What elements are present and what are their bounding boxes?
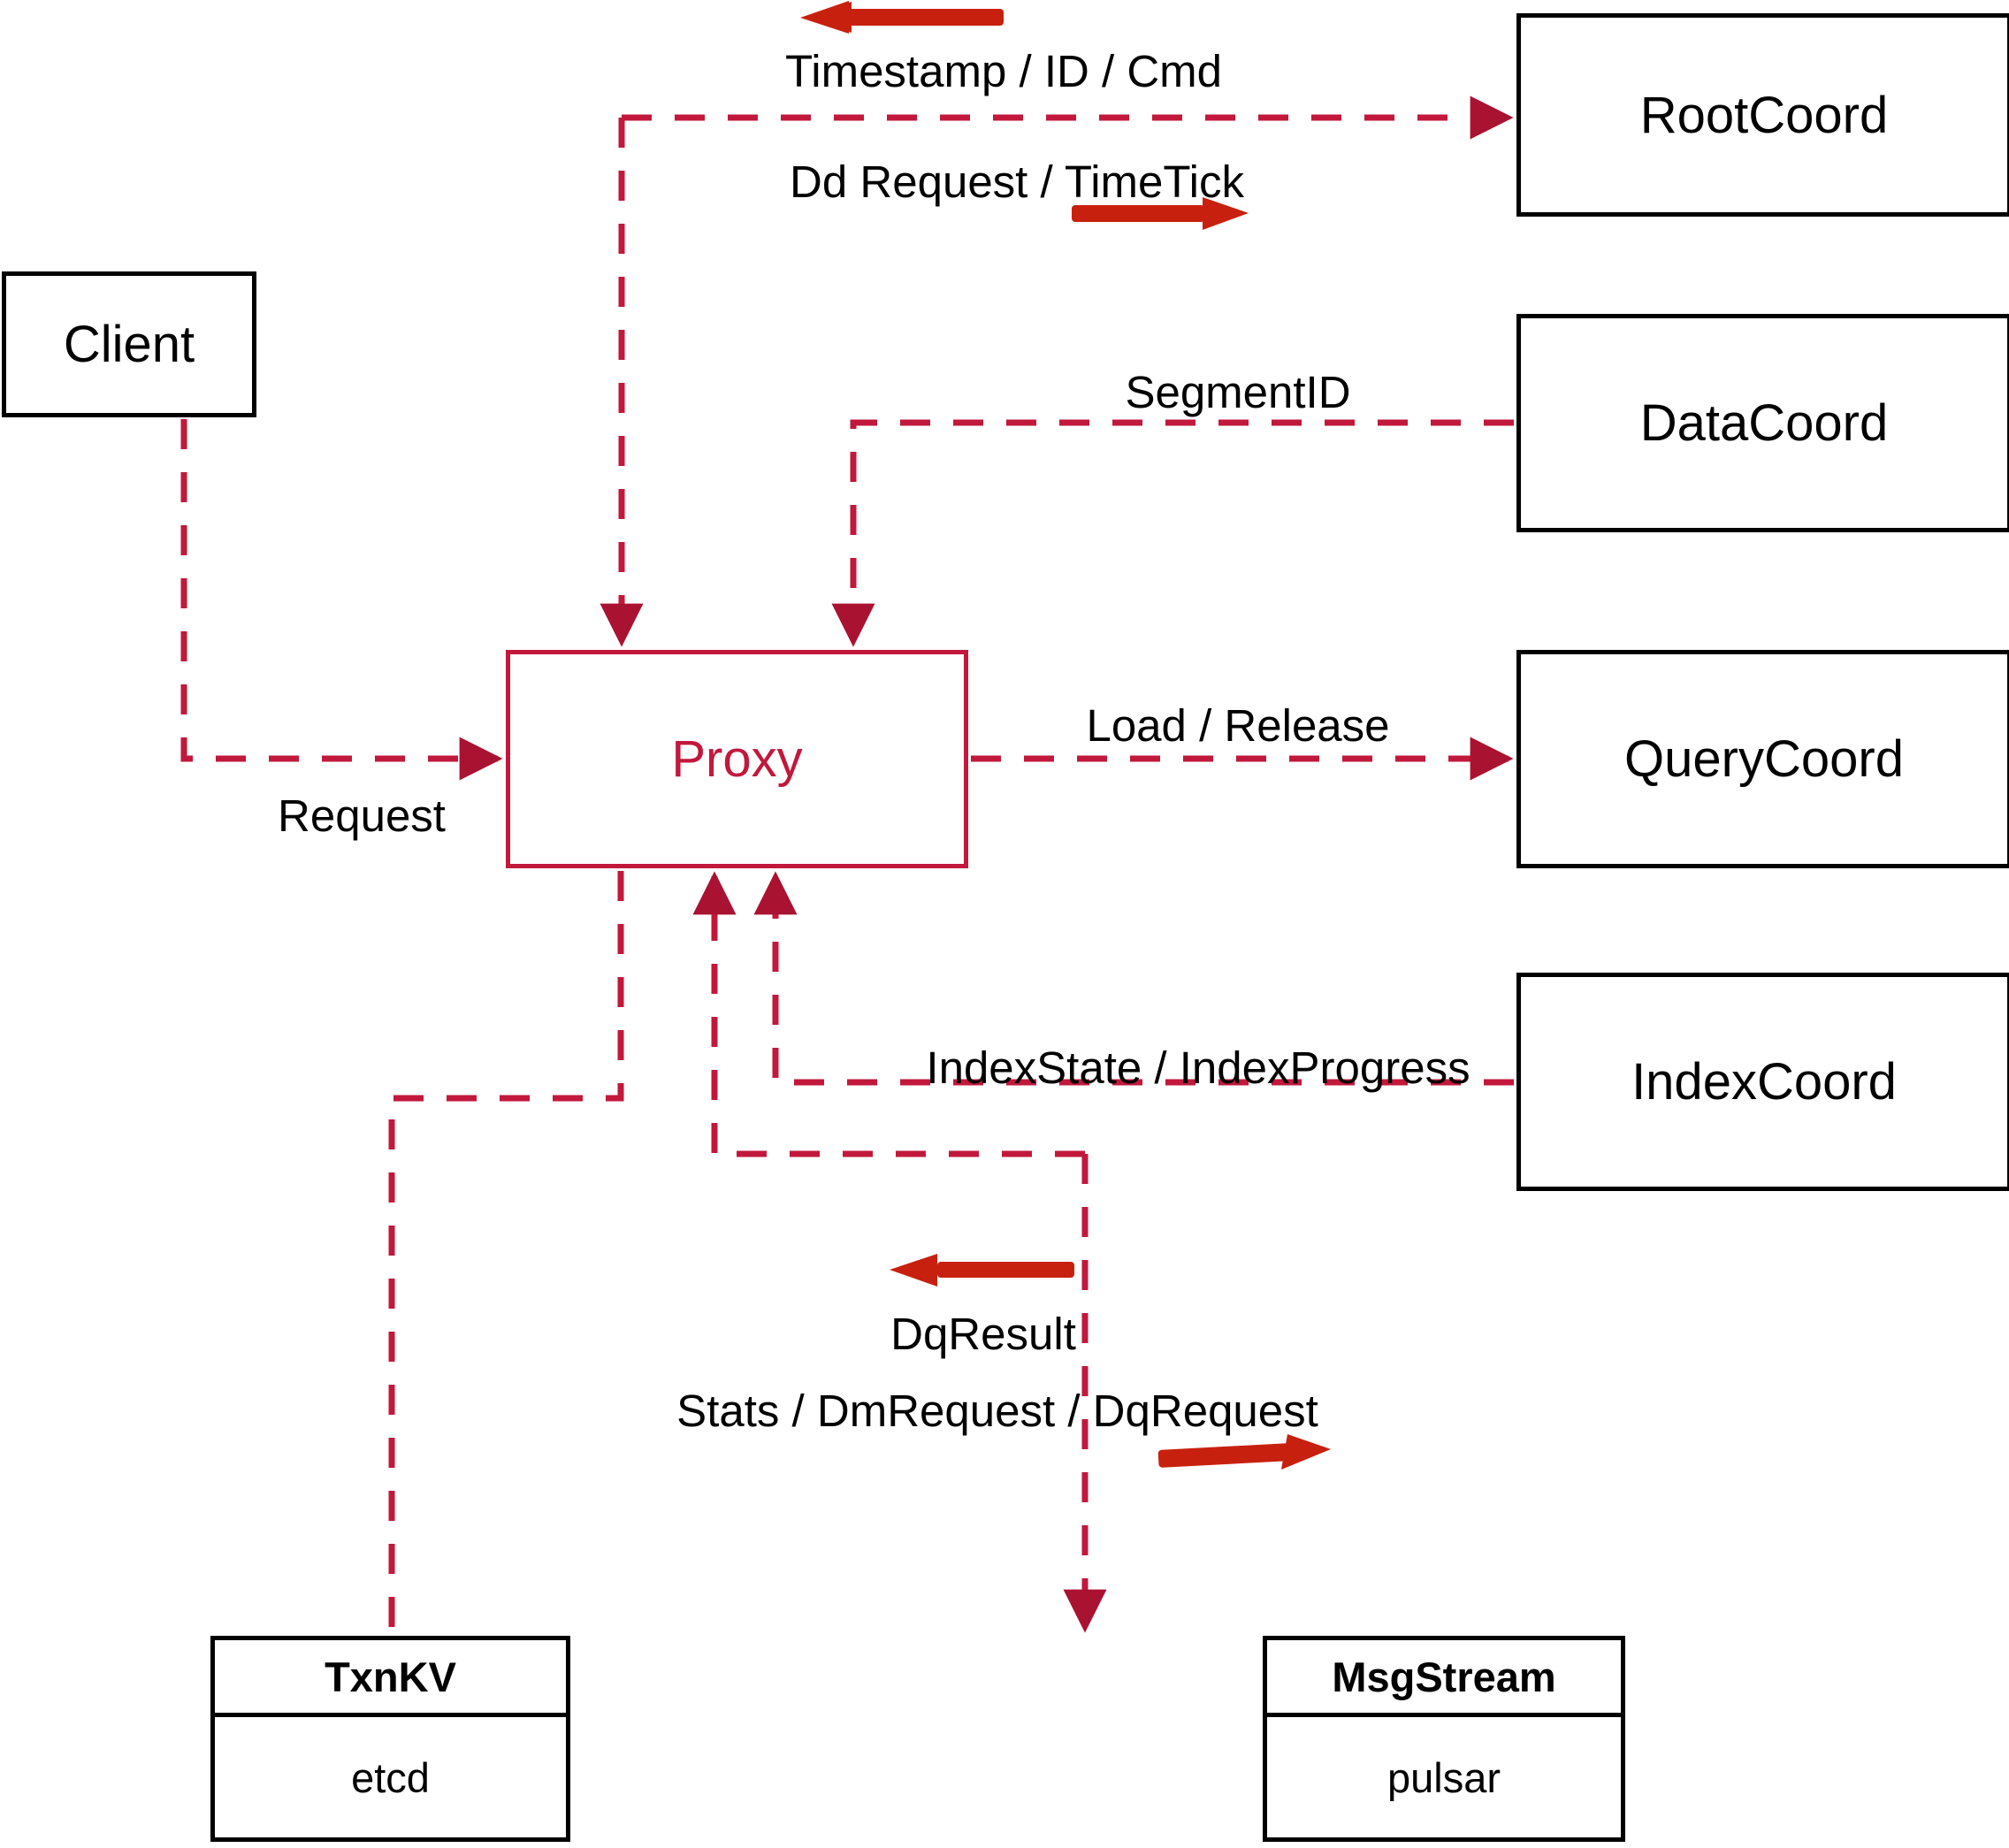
node-rootcoord[interactable]: RootCoord bbox=[1516, 13, 2009, 217]
node-proxy[interactable]: Proxy bbox=[506, 650, 968, 868]
edge-label-stats-dm-dq-request: Stats / DmRequest / DqRequest bbox=[676, 1386, 1318, 1436]
edge-datacoord-to-proxy bbox=[831, 419, 1514, 647]
node-client-label: Client bbox=[63, 316, 195, 373]
node-datacoord-label: DataCoord bbox=[1639, 394, 1889, 452]
node-msgstream-title: MsgStream bbox=[1332, 1653, 1556, 1700]
node-indexcoord-label: IndexCoord bbox=[1631, 1053, 1897, 1111]
node-msgstream[interactable]: MsgStream pulsar bbox=[1263, 1636, 1625, 1842]
edge-label-dd-request-timetick: Dd Request / TimeTick bbox=[790, 157, 1244, 207]
edge-client-to-proxy bbox=[180, 419, 503, 781]
node-msgstream-header: MsgStream bbox=[1267, 1640, 1621, 1717]
node-msgstream-impl: pulsar bbox=[1386, 1753, 1501, 1801]
edge-proxy-to-txnkv bbox=[388, 871, 624, 1631]
node-msgstream-body: pulsar bbox=[1267, 1717, 1621, 1837]
node-querycoord[interactable]: QueryCoord bbox=[1516, 650, 2009, 868]
edge-label-segment-id: SegmentID bbox=[1125, 367, 1351, 417]
node-txnkv-header: TxnKV bbox=[215, 1640, 566, 1717]
node-txnkv-title: TxnKV bbox=[325, 1653, 456, 1700]
edge-msgstream-to-proxy bbox=[692, 871, 1085, 1157]
edge-label-dq-result: DqResult bbox=[890, 1309, 1076, 1359]
direction-arrow-timestamp-left bbox=[800, 1, 1004, 34]
edge-label-request: Request bbox=[278, 790, 446, 841]
direction-arrow-dqresult-left bbox=[890, 1254, 1074, 1287]
direction-arrow-ddrequest-right bbox=[1072, 197, 1249, 230]
node-proxy-label: Proxy bbox=[671, 730, 803, 788]
node-rootcoord-label: RootCoord bbox=[1639, 86, 1889, 144]
node-querycoord-label: QueryCoord bbox=[1624, 730, 1904, 788]
node-txnkv[interactable]: TxnKV etcd bbox=[210, 1636, 570, 1842]
direction-arrow-stats-right bbox=[1157, 1434, 1331, 1470]
edge-label-load-release: Load / Release bbox=[1086, 700, 1390, 751]
node-client[interactable]: Client bbox=[2, 271, 256, 417]
edge-indexcoord-to-proxy bbox=[753, 871, 1514, 1086]
node-txnkv-impl: etcd bbox=[351, 1753, 430, 1801]
node-datacoord[interactable]: DataCoord bbox=[1516, 314, 2009, 532]
edge-label-timestamp-id-cmd: Timestamp / ID / Cmd bbox=[784, 46, 1223, 96]
edge-label-index-state-progress: IndexState / IndexProgress bbox=[926, 1042, 1470, 1093]
node-indexcoord[interactable]: IndexCoord bbox=[1516, 973, 2009, 1191]
node-txnkv-body: etcd bbox=[215, 1717, 566, 1837]
